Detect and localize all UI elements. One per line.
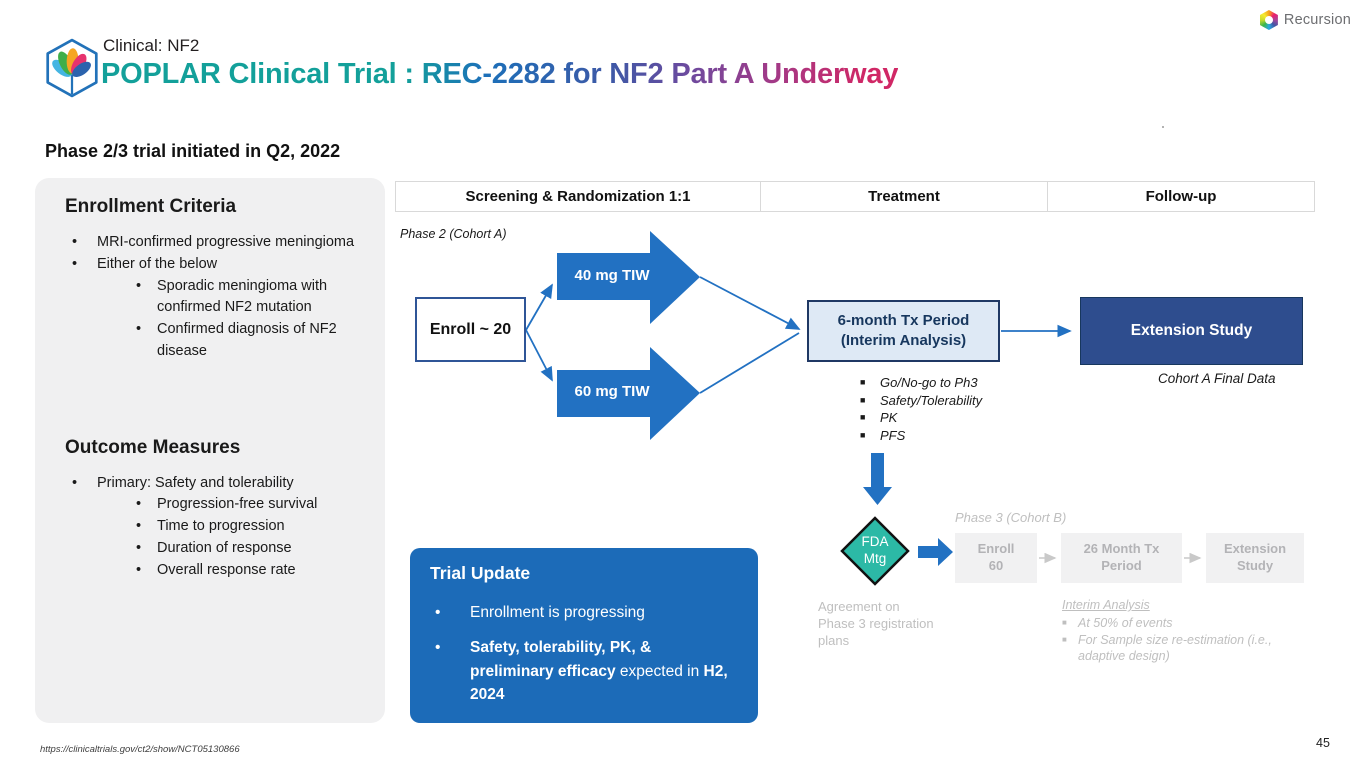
- bullet-text: MRI-confirmed progressive meningioma: [97, 234, 355, 250]
- bullet-text: Either of the below: [97, 255, 218, 272]
- fda-meeting-label: FDA Mtg: [861, 534, 889, 566]
- bullet-text: Enrollment is progressing: [470, 604, 645, 621]
- enrollment-sub-bullet: • Sporadic meningioma with confirmed NF2 …: [127, 276, 365, 320]
- bullet-text: Primary: Safety and tolerability: [97, 474, 294, 491]
- bullet-text: Overall response rate: [157, 561, 296, 578]
- page-number: 45: [1316, 736, 1330, 750]
- bullet-dot: •: [136, 518, 142, 534]
- trial-update-bullet: • Enrollment is progressing: [430, 601, 738, 624]
- slide-kicker: Clinical: NF2: [103, 36, 200, 55]
- page-title: POPLAR Clinical Trial : REC-2282 for NF2…: [101, 58, 899, 90]
- arm-60mg-label: 60 mg TIW: [574, 383, 650, 400]
- column-followup: Follow-up: [1047, 181, 1315, 212]
- recursion-hex-hole: [1264, 16, 1273, 24]
- enrollment-bullet: • Either of the below: [65, 254, 365, 276]
- trial-update-box: Trial Update •Enrollment is progressing …: [410, 548, 758, 723]
- fda-agreement-note: Agreement on Phase 3 registration plans: [818, 599, 934, 648]
- phase2-cohort-a-label: Phase 2 (Cohort A): [400, 227, 507, 241]
- square-bullet: ■: [860, 377, 866, 387]
- phase3-enroll-box: Enroll 60: [955, 533, 1037, 583]
- list-item: ■ PK: [860, 409, 982, 427]
- enrollment-criteria-heading: Enrollment Criteria: [65, 196, 237, 217]
- bold-text: H2, 2024: [470, 662, 728, 703]
- cohort-a-final-data-note: Cohort A Final Data: [1158, 371, 1276, 386]
- list-item: ■ For Sample size re-estimation (i.e., ad…: [1062, 632, 1277, 665]
- bullet-dot: •: [136, 496, 142, 513]
- outcome-sub-bullet: • Overall response rate: [127, 560, 365, 582]
- bullet-dot: •: [72, 474, 78, 491]
- extension-study-box: Extension Study: [1080, 297, 1303, 365]
- bullet-dot: •: [136, 321, 142, 337]
- column-screening-randomization: Screening & Randomization 1:1: [395, 181, 761, 212]
- bullet-dot: •: [435, 639, 441, 657]
- tx-period-box: 6-month Tx Period (Interim Analysis): [807, 300, 1000, 362]
- square-bullet: ■: [860, 429, 866, 440]
- square-bullet: ■: [1062, 634, 1067, 644]
- phase3-extension-box: Extension Study: [1206, 533, 1304, 583]
- down-arrow: [863, 453, 892, 505]
- column-treatment: Treatment: [760, 181, 1048, 212]
- bullet-text: Time to progression: [157, 518, 285, 534]
- criteria-panel: Enrollment Criteria • MRI-confirmed progr…: [35, 178, 385, 723]
- bullet-dot: •: [136, 539, 142, 556]
- square-bullet: ■: [860, 394, 866, 405]
- bullet-dot: •: [72, 234, 78, 250]
- trial-update-bullet: • Safety, tolerability, PK, & preliminary…: [430, 636, 738, 706]
- bullet-text: Go/No-go to Ph3: [880, 375, 978, 390]
- bold-text: Safety, tolerability, PK, & preliminary …: [470, 639, 652, 680]
- list-item: ■ PFS: [860, 427, 982, 445]
- bullet-dot: •: [136, 561, 142, 578]
- bullet-text: Confirmed diagnosis of NF2 disease: [157, 321, 337, 359]
- bullet-dot: •: [72, 255, 78, 272]
- bullet-text: Safety/Tolerability: [880, 392, 983, 408]
- interim-decision-list: ■ Go/No-go to Ph3 ■ Safety/Tolerability ■ P…: [860, 374, 982, 444]
- trial-update-heading: Trial Update: [430, 563, 531, 583]
- arm-40mg-label: 40 mg TIW: [574, 267, 650, 284]
- bullet-text: Sporadic meningioma with confirmed NF2 m…: [157, 277, 328, 316]
- list-item: ■ Go/No-go to Ph3: [860, 374, 982, 392]
- outcome-sub-bullet: • Progression-free survival: [127, 494, 365, 516]
- enroll-box: Enroll ~ 20: [415, 297, 526, 362]
- interim-analysis-heading: Interim Analysis: [1062, 598, 1150, 612]
- right-arrow: [918, 538, 953, 566]
- outcome-measures-heading: Outcome Measures: [65, 436, 241, 458]
- section-heading: Phase 2/3 trial initiated in Q2, 2022: [45, 141, 341, 161]
- bullet-dot: •: [136, 277, 142, 294]
- list-item: ■ Safety/Tolerability: [860, 392, 982, 410]
- outcome-sub-bullet: • Duration of response: [127, 538, 365, 560]
- outcome-bullet: • Primary: Safety and tolerability: [65, 473, 365, 495]
- stray-dot: [1162, 126, 1164, 128]
- recursion-hex-icon: [1259, 10, 1278, 30]
- bullet-text: For Sample size re-estimation (i.e., ada…: [1078, 632, 1272, 664]
- interim-analysis-block: Interim Analysis ■ At 50% of events ■ For …: [1062, 598, 1277, 665]
- square-bullet: ■: [860, 412, 866, 422]
- list-item: ■ At 50% of events: [1062, 615, 1277, 632]
- enrollment-bullet: • MRI-confirmed progressive meningioma: [65, 232, 365, 254]
- phase3-cohort-b-label: Phase 3 (Cohort B): [955, 510, 1067, 525]
- bullet-text: Safety, tolerability, PK, & preliminary …: [470, 636, 738, 706]
- bullet-text: PK: [880, 410, 898, 425]
- bullet-dot: •: [435, 604, 441, 621]
- recursion-wordmark: Recursion: [1283, 12, 1351, 28]
- phase3-tx-period-box: 26 Month Tx Period: [1061, 533, 1182, 583]
- bullet-text: Progression-free survival: [157, 496, 318, 513]
- recursion-logo: Recursion: [1259, 10, 1351, 30]
- square-bullet: ■: [1062, 618, 1067, 627]
- bullet-text: Duration of response: [157, 539, 292, 556]
- bullet-text: At 50% of events: [1078, 616, 1173, 630]
- regular-text: expected in: [615, 662, 704, 680]
- enrollment-sub-bullet: • Confirmed diagnosis of NF2 disease: [127, 319, 365, 363]
- outcome-sub-bullet: • Time to progression: [127, 516, 365, 538]
- nf2-program-flower-icon: [46, 38, 98, 98]
- source-url-link[interactable]: https://clinicaltrials.gov/ct2/show/NCT0…: [40, 744, 240, 755]
- phase-columns-header: Screening & Randomization 1:1 Treatment …: [395, 181, 1315, 212]
- bullet-text: PFS: [880, 427, 906, 443]
